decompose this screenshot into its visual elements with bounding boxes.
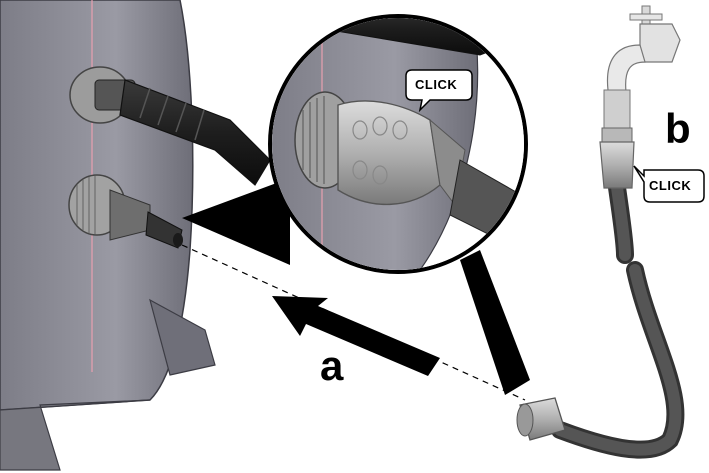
zoom-inset — [268, 14, 528, 274]
hose-coupling — [516, 397, 566, 441]
garden-hose — [551, 171, 685, 459]
step-label-b: b — [665, 105, 691, 152]
callout-wedge — [182, 178, 290, 265]
water-inlet-connector — [68, 174, 183, 249]
direction-arrow — [272, 296, 440, 376]
click-bubble-inset — [405, 69, 473, 113]
tap-hose-connector — [599, 141, 635, 189]
water-tap — [599, 5, 681, 189]
click-label-tap: CLICK — [649, 178, 692, 193]
click-bubble-tap — [633, 165, 705, 203]
inset-hose-coupling — [337, 100, 441, 206]
step-label-a: a — [320, 342, 344, 389]
callout-wedge-lower — [460, 250, 530, 395]
outlet-high-pressure — [69, 66, 271, 186]
high-pressure-hose — [119, 79, 271, 186]
click-label-inset: CLICK — [415, 77, 458, 92]
